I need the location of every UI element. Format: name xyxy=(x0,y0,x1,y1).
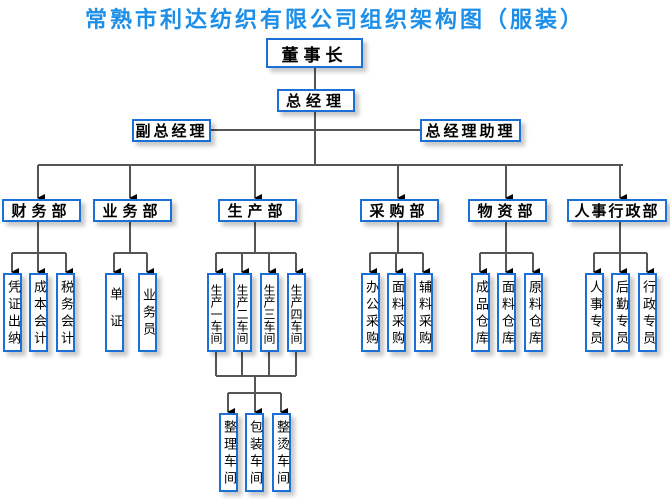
dept-purchasing: 采购部 xyxy=(360,199,439,222)
unit-ironing-workshop: 整烫车间 xyxy=(272,413,291,492)
unit-cost-accounting: 成本会计 xyxy=(29,273,48,352)
unit-accessory-purchasing: 辅料采购 xyxy=(414,273,433,352)
dept-materials: 物资部 xyxy=(468,199,547,222)
dept-finance: 财务部 xyxy=(2,199,81,222)
unit-hr-specialist: 人事专员 xyxy=(585,273,604,352)
unit-tax-accounting: 税务会计 xyxy=(56,273,75,352)
node-chairman: 董事长 xyxy=(266,38,363,68)
unit-admin-specialist: 行政专员 xyxy=(638,273,657,352)
unit-logistics-specialist: 后勤专员 xyxy=(611,273,630,352)
unit-workshop-3: 生产三车间 xyxy=(260,273,279,352)
unit-raw-warehouse: 原料仓库 xyxy=(524,273,543,352)
unit-packing-workshop: 包装车间 xyxy=(245,413,264,492)
node-gm-assistant: 总经理助理 xyxy=(420,119,521,142)
unit-documents: 单证 xyxy=(105,273,124,352)
unit-voucher-cashier: 凭证出纳 xyxy=(3,273,22,352)
chart-title: 常熟市利达纺织有限公司组织架构图（服装） xyxy=(84,7,585,33)
unit-workshop-1: 生产一车间 xyxy=(207,273,226,352)
unit-fabric-warehouse: 面料仓库 xyxy=(497,273,516,352)
node-general-manager: 总经理 xyxy=(277,89,355,112)
dept-production: 生产部 xyxy=(218,199,297,222)
unit-salesperson: 业务员 xyxy=(138,273,157,352)
unit-workshop-4: 生产四车间 xyxy=(287,273,306,352)
unit-workshop-2: 生产二车间 xyxy=(233,273,252,352)
dept-business: 业务部 xyxy=(93,199,172,222)
dept-hr-admin: 人事行政部 xyxy=(567,199,667,222)
unit-finished-warehouse: 成品仓库 xyxy=(471,273,490,352)
unit-fabric-purchasing: 面料采购 xyxy=(387,273,406,352)
unit-office-purchasing: 办公采购 xyxy=(361,273,380,352)
unit-finishing-workshop: 整理车间 xyxy=(219,413,238,492)
node-deputy-gm: 副总经理 xyxy=(132,119,211,142)
